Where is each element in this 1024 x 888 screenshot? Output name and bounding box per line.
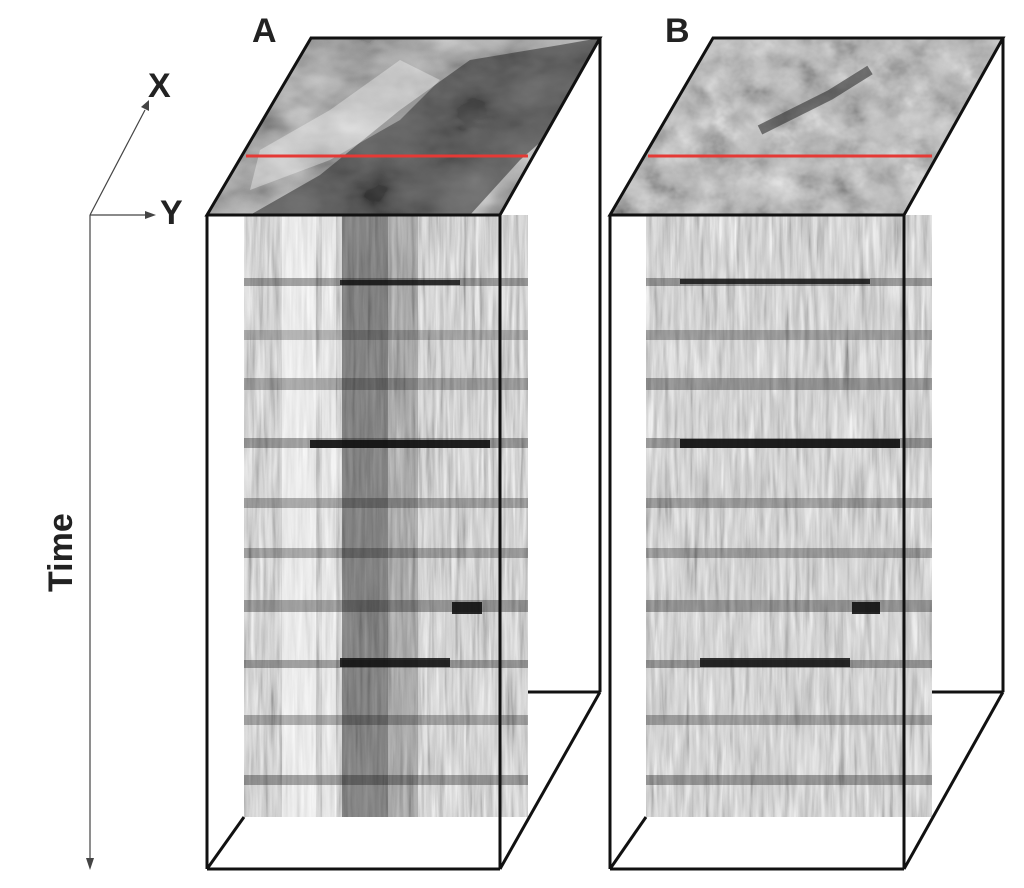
panel-a-top-face	[204, 36, 603, 217]
panel-a: A	[204, 12, 603, 871]
panel-a-label: A	[252, 12, 277, 50]
time-axis-arrowhead	[86, 858, 94, 870]
x-axis-label: X	[148, 67, 171, 105]
panel-a-bottom-left-edge	[205, 816, 246, 870]
panel-a-bottom-right-edge	[498, 691, 602, 870]
panel-b-vertical-section	[646, 215, 932, 817]
panel-b-bottom-right-edge	[902, 691, 1005, 870]
panel-b: B	[607, 12, 1006, 871]
y-axis-label: Y	[160, 194, 183, 232]
panel-b-label: B	[665, 12, 690, 50]
panel-b-top-face	[607, 36, 1006, 217]
x-axis-arrowhead	[141, 100, 149, 111]
time-axis-label: Time	[42, 513, 80, 592]
panel-a-top-slice	[207, 38, 600, 215]
x-axis-line	[89, 109, 146, 216]
panel-a-vertical-section	[244, 215, 528, 817]
panel-b-bottom-left-edge	[608, 816, 648, 870]
y-axis-arrowhead	[145, 211, 156, 219]
axes-group: X Y Time	[42, 67, 183, 870]
panel-b-top-slice	[610, 38, 1003, 215]
